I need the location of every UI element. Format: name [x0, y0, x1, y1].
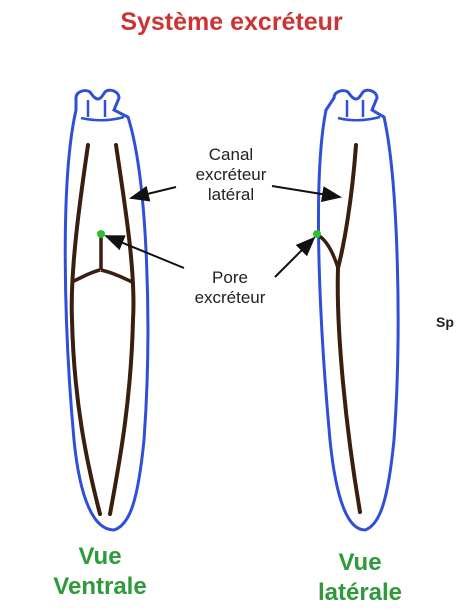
lateral-pore-duct — [318, 235, 338, 268]
canal-label: Canal excréteur latéral — [176, 145, 286, 205]
lateral-view-line1: Vue — [280, 548, 440, 578]
ventral-view-line1: Vue — [20, 542, 180, 572]
lateral-canal — [338, 145, 360, 512]
ventral-view-label: Vue Ventrale — [20, 542, 180, 602]
pore-label-line2: excréteur — [165, 288, 295, 308]
canal-label-line2: excréteur — [176, 165, 286, 185]
ventral-connector-left — [72, 270, 100, 282]
ventral-right-canal — [110, 145, 133, 514]
lateral-view-line2: latérale — [280, 578, 440, 608]
canal-label-line3: latéral — [176, 185, 286, 205]
pore-label-line1: Pore — [165, 268, 295, 288]
lateral-excretory-pore — [313, 230, 321, 238]
ventral-view-worm — [65, 90, 148, 530]
lateral-view-worm — [313, 90, 398, 530]
canal-pointer-left — [131, 187, 176, 198]
lateral-body-outline — [318, 90, 398, 530]
ventral-view-line2: Ventrale — [20, 572, 180, 602]
cropped-edge-text: Sp — [436, 314, 454, 330]
canal-label-line1: Canal — [176, 145, 286, 165]
ventral-body-outline — [65, 90, 148, 530]
ventral-excretory-pore — [97, 230, 105, 238]
lateral-view-label: Vue latérale — [280, 548, 440, 608]
pore-label: Pore excréteur — [165, 268, 295, 308]
ventral-connector-right — [101, 270, 132, 282]
